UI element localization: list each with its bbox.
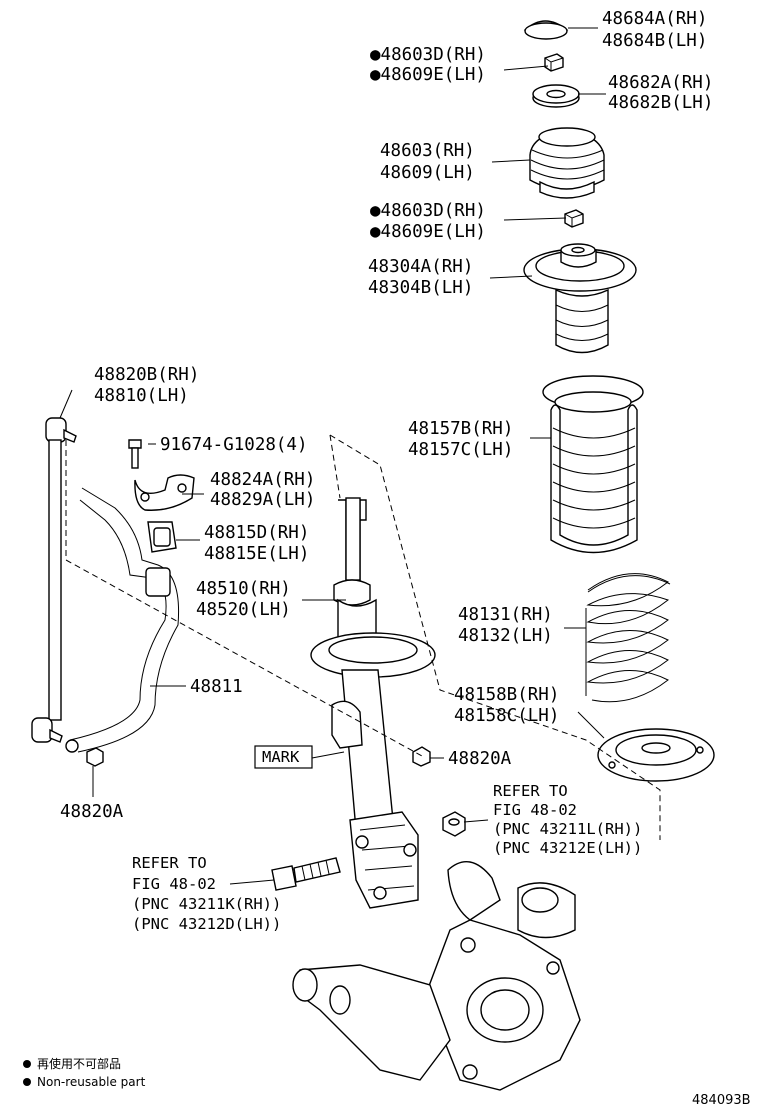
strut-bolt-drawing xyxy=(271,857,341,891)
coil-spring-label-rh: 48131(RH) xyxy=(458,605,553,625)
top-nut-label-rh: ●48603D(RH) xyxy=(370,45,486,65)
diagram-code: 484093B xyxy=(692,1093,751,1108)
bolt-label: 91674-G1028(4) xyxy=(160,435,308,455)
link-nut-left-label: 48820A xyxy=(60,802,124,822)
legend-line-jp: 再使用不可部品 xyxy=(37,1056,121,1071)
refer-right-line-2: FIG 48-02 xyxy=(493,801,577,819)
refer-left-block: REFER TO FIG 48-02 (PNC 43211K(RH)) (PNC… xyxy=(132,854,281,933)
insulator-cap-label-lh: 48684B(LH) xyxy=(602,31,707,51)
mid-nut-label-rh: ●48603D(RH) xyxy=(370,201,486,221)
non-reusable-bullet-icon xyxy=(23,1060,31,1068)
legend: 再使用不可部品 Non-reusable part xyxy=(23,1056,146,1089)
upper-spring-seat-label-lh: 48304B(LH) xyxy=(368,278,473,298)
stabilizer-link-label-lh: 48810(LH) xyxy=(94,386,189,406)
strut-label-rh: 48510(RH) xyxy=(196,579,291,599)
stabilizer-link-drawing xyxy=(31,417,77,743)
part-labels: 48684A(RH) 48684B(LH) ●48603D(RH) ●48609… xyxy=(60,9,713,822)
insulator-cap-label-rh: 48684A(RH) xyxy=(602,9,707,29)
refer-right-line-3: (PNC 43211L(RH)) xyxy=(493,820,642,838)
boot-label-lh: 48157C(LH) xyxy=(408,440,513,460)
refer-right-line-1: REFER TO xyxy=(493,782,568,800)
refer-right-line-4: (PNC 43212E(LH)) xyxy=(493,839,642,857)
top-nut-drawing xyxy=(544,53,564,72)
leader-lines xyxy=(59,27,606,885)
insulator-cap-drawing xyxy=(523,20,569,40)
mark-label: MARK xyxy=(262,748,300,766)
stabilizer-bar-drawing xyxy=(65,487,180,753)
bracket-bushing-drawing xyxy=(128,439,195,553)
mount-drawing xyxy=(529,127,605,199)
strut-label-lh: 48520(LH) xyxy=(196,600,291,620)
lower-insulator-label-lh: 48158C(LH) xyxy=(454,706,559,726)
stabilizer-link-label-rh: 48820B(RH) xyxy=(94,365,199,385)
bushing-label-rh: 48815D(RH) xyxy=(204,523,309,543)
coil-spring-drawing xyxy=(585,573,671,703)
refer-right-block: REFER TO FIG 48-02 (PNC 43211L(RH)) (PNC… xyxy=(493,782,642,857)
bushing-label-lh: 48815E(LH) xyxy=(204,544,309,564)
dashed-guide-lines xyxy=(65,434,661,840)
bearing-label-rh: 48682A(RH) xyxy=(608,73,713,93)
mount-label-lh: 48609(LH) xyxy=(380,163,475,183)
mid-nut-drawing xyxy=(564,209,584,228)
strut-nut-drawing xyxy=(442,811,466,837)
refer-left-line-1: REFER TO xyxy=(132,854,207,872)
link-nut-right-drawing xyxy=(412,746,431,767)
refer-left-line-3: (PNC 43211K(RH)) xyxy=(132,895,281,913)
boot-label-rh: 48157B(RH) xyxy=(408,419,513,439)
bearing-label-lh: 48682B(LH) xyxy=(608,93,713,113)
non-reusable-bullet-icon xyxy=(23,1078,31,1086)
coil-spring-label-lh: 48132(LH) xyxy=(458,626,553,646)
link-nut-left-drawing xyxy=(86,747,104,767)
legend-line-en: Non-reusable part xyxy=(37,1075,146,1089)
boot-drawing xyxy=(542,375,644,554)
mount-label-rh: 48603(RH) xyxy=(380,141,475,161)
bracket-label-lh: 48829A(LH) xyxy=(210,490,315,510)
mark-box xyxy=(254,745,313,769)
mid-nut-label-lh: ●48609E(LH) xyxy=(370,222,486,242)
bracket-label-rh: 48824A(RH) xyxy=(210,470,315,490)
bearing-drawing xyxy=(532,84,580,108)
stabilizer-bar-label: 48811 xyxy=(190,677,243,697)
strut-drawing xyxy=(310,497,436,909)
upper-spring-seat-drawing xyxy=(523,243,637,354)
lower-insulator-label-rh: 48158B(RH) xyxy=(454,685,559,705)
link-nut-right-label: 48820A xyxy=(448,749,512,769)
refer-left-line-4: (PNC 43212D(LH)) xyxy=(132,915,281,933)
upper-spring-seat-label-rh: 48304A(RH) xyxy=(368,257,473,277)
lower-insulator-drawing xyxy=(597,728,715,782)
knuckle-drawing xyxy=(292,861,581,1091)
top-nut-label-lh: ●48609E(LH) xyxy=(370,65,486,85)
refer-left-line-2: FIG 48-02 xyxy=(132,875,216,893)
